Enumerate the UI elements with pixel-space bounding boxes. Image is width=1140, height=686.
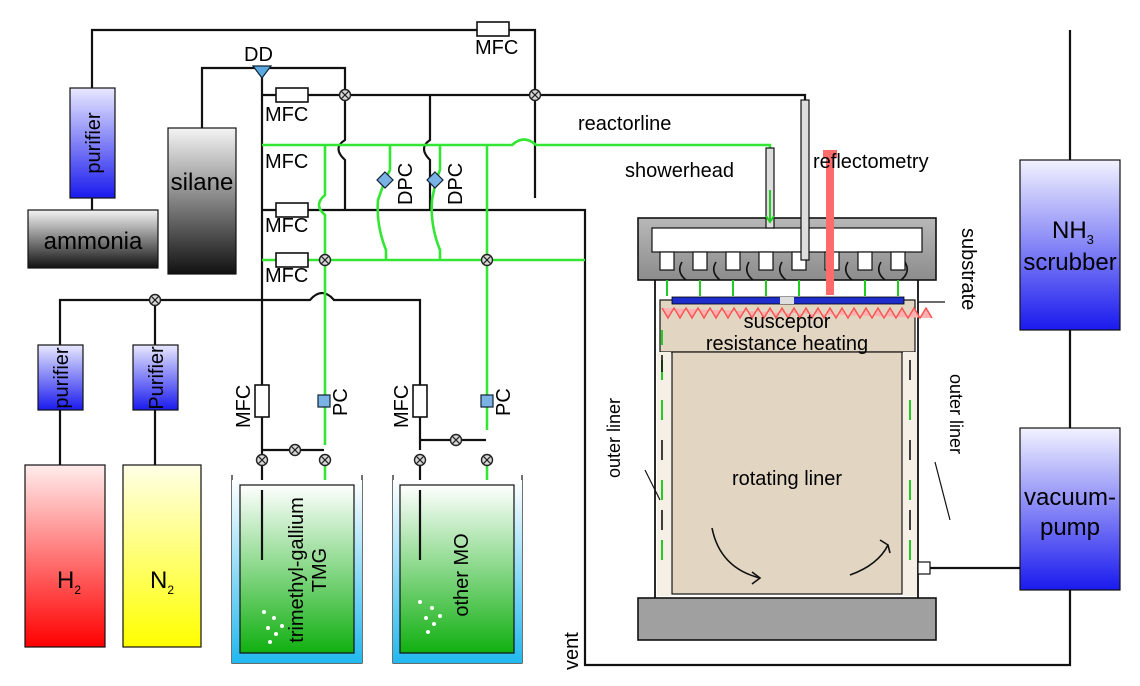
ammonia-tank <box>27 209 159 269</box>
vacuum-pump: vacuum- pump <box>1019 427 1121 591</box>
dpc-2-icon <box>426 171 444 189</box>
other-mo-bubbler: other MO <box>392 475 523 664</box>
reactor <box>637 99 937 641</box>
dpc-units: DPC DPC <box>376 163 467 205</box>
outer-liner-right-label: outer liner <box>946 374 966 454</box>
h2-purifier <box>37 344 84 411</box>
mfc-1-label: MFC <box>265 104 308 126</box>
mfc-4: MFC <box>265 252 309 287</box>
green-gas-lines <box>262 138 772 490</box>
valve-icon[interactable] <box>413 453 427 467</box>
n2-label: N2 <box>150 567 174 597</box>
showerhead-label: showerhead <box>625 160 734 182</box>
ammonia-label: ammonia <box>44 228 143 255</box>
showerhead-inlet <box>765 147 775 229</box>
mfc-bubbler-1: MFC <box>233 384 270 428</box>
mfc-boxes: MFC MFC MFC MFC MFC MFC MFC <box>233 21 518 428</box>
nh3-scrubber: NH3 scrubber <box>1019 159 1121 331</box>
substrate-label: substrate <box>957 228 979 310</box>
pc-2-icon <box>480 394 494 408</box>
tmg-label-2: TMG <box>309 548 331 592</box>
pc-units: PC PC <box>317 388 515 416</box>
heater-coil <box>661 306 933 320</box>
ammonia-inlet <box>800 99 810 261</box>
mfc-bubbler-2: MFC <box>391 384 428 428</box>
rotating-liner <box>671 351 903 595</box>
valve-icon[interactable] <box>480 453 494 467</box>
h2-purifier-label: purifier <box>51 347 73 408</box>
mfc-2: MFC <box>265 151 308 173</box>
silane-label: silane <box>171 169 234 196</box>
susceptor-label: susceptor <box>744 311 831 333</box>
n2-purifier <box>132 344 179 411</box>
scrubber-box <box>1019 159 1121 331</box>
mfc-4-label: MFC <box>265 265 308 287</box>
reflectometry-label: reflectometry <box>813 151 929 173</box>
ammonia-purifier-label: purifier <box>83 112 105 173</box>
tmg-container <box>239 484 355 654</box>
valve-icon[interactable] <box>255 453 269 467</box>
mfc-top-label: MFC <box>475 37 518 59</box>
rotating-liner-label: rotating liner <box>732 468 842 490</box>
mfc-3: MFC <box>265 202 309 237</box>
other-mo-label: other MO <box>451 533 473 616</box>
scrubber-label: scrubber <box>1023 249 1116 276</box>
outer-liner-left-label: outer liner <box>604 398 624 478</box>
reflectometry-beam <box>826 150 834 295</box>
vacuum-label-2: pump <box>1040 514 1100 541</box>
silane-source: silane <box>167 127 237 275</box>
h2-tank <box>24 464 106 648</box>
reactorline-label: reactorline <box>578 113 671 135</box>
mfc-bubbler-1-label: MFC <box>233 385 255 428</box>
vacuum-pump-box <box>1019 427 1121 591</box>
h2-label: H2 <box>57 567 81 597</box>
bubbles <box>262 610 284 644</box>
mfc-1: MFC <box>265 87 309 126</box>
resistance-heating-label: resistance heating <box>706 333 868 355</box>
bubbles <box>418 600 442 634</box>
mfc-bubbler-2-label: MFC <box>391 385 413 428</box>
ammonia-source: purifier ammonia <box>27 87 159 269</box>
valve-icon[interactable] <box>288 443 302 457</box>
pc-2-label: PC <box>493 388 515 416</box>
mfc-top: MFC <box>475 21 518 59</box>
valve-icon[interactable] <box>338 88 352 102</box>
dpc-1-icon <box>376 171 394 189</box>
valve-icon[interactable] <box>449 433 463 447</box>
reactor-base <box>637 597 937 641</box>
valve-icon[interactable] <box>148 293 162 307</box>
valve-icon[interactable] <box>480 253 494 267</box>
tmg-bubbler: trimethyl-gallium TMG <box>231 475 363 664</box>
vacuum-label-1: vacuum- <box>1024 484 1116 511</box>
tmg-label-1: trimethyl-gallium <box>286 497 308 643</box>
n2-source: Purifier N2 <box>122 344 202 648</box>
flow-arrows <box>644 190 951 585</box>
dpc-1-label: DPC <box>395 163 417 205</box>
mfc-3-label: MFC <box>265 215 308 237</box>
dpc-2-label: DPC <box>445 163 467 205</box>
vent-label: vent <box>561 632 583 670</box>
dd-label: DD <box>244 44 273 66</box>
susceptor <box>659 299 916 353</box>
silane-tank <box>167 127 237 275</box>
pc-1-label: PC <box>330 388 352 416</box>
dd-icon <box>251 65 273 79</box>
h2-source: purifier H2 <box>24 344 106 648</box>
valve-icon[interactable] <box>318 253 332 267</box>
mfc-2-label: MFC <box>265 151 308 173</box>
n2-purifier-label: Purifier <box>146 346 168 410</box>
pc-1-icon <box>317 394 331 408</box>
valve-icon[interactable] <box>318 453 332 467</box>
nh3-label: NH3 <box>1052 217 1094 247</box>
valve-icon[interactable] <box>528 88 542 102</box>
n2-tank <box>122 464 202 648</box>
dd-unit: DD <box>244 44 273 79</box>
